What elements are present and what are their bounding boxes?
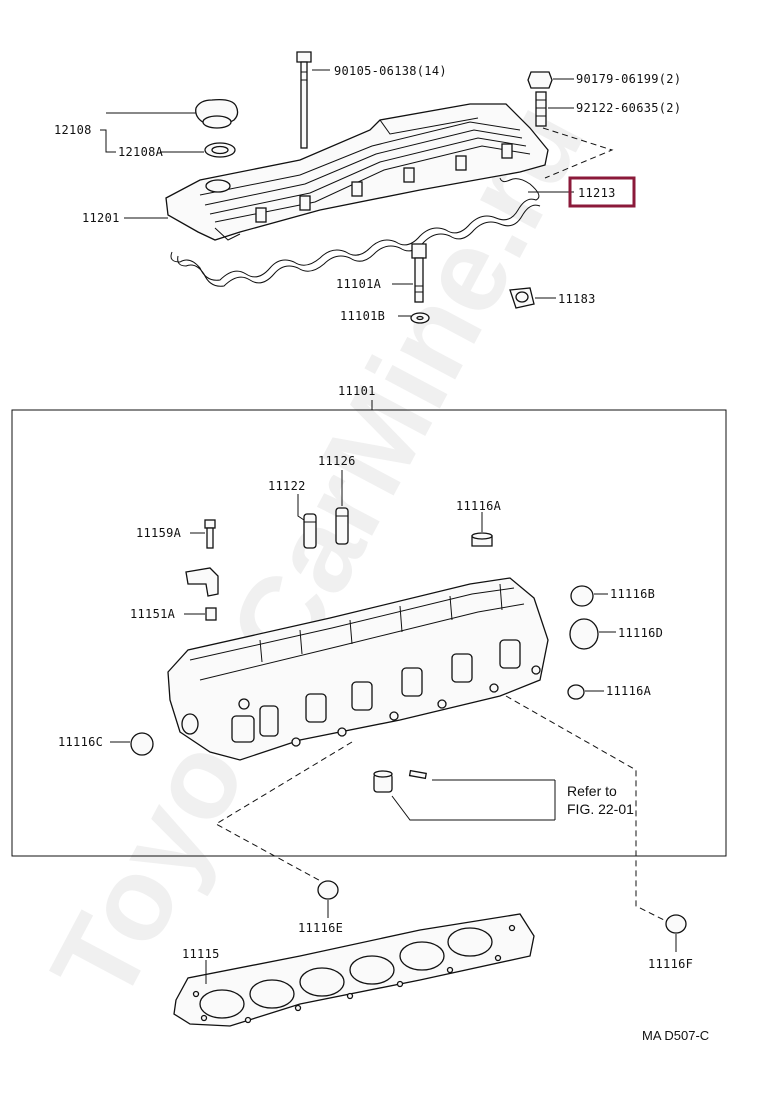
nut-90179[interactable] (527, 71, 553, 89)
small-pin[interactable] (408, 769, 427, 780)
grommet-11183[interactable] (509, 287, 535, 309)
bolt-11101A[interactable] (411, 243, 427, 303)
oil-filler-cap[interactable] (195, 98, 239, 129)
oil-filler-gasket[interactable] (204, 142, 236, 158)
label-11201[interactable]: 11201 (82, 211, 120, 225)
label-90105-06138[interactable]: 90105-06138(14) (334, 64, 447, 78)
label-11101B[interactable]: 11101B (340, 309, 385, 323)
highlight-box-11213 (568, 176, 636, 208)
assembly-frame (11, 409, 727, 857)
label-11122[interactable]: 11122 (268, 479, 306, 493)
label-11183[interactable]: 11183 (558, 292, 596, 306)
label-11101[interactable]: 11101 (338, 384, 376, 398)
refer-fig-link[interactable]: FIG. 22-01 (567, 801, 634, 817)
plug-11116D[interactable] (569, 618, 599, 650)
label-11115[interactable]: 11115 (182, 947, 220, 961)
cylinder-head-cover[interactable] (165, 103, 549, 241)
label-12108A[interactable]: 12108A (118, 145, 164, 159)
cylinder-head[interactable] (167, 577, 549, 761)
label-92122-60635[interactable]: 92122-60635(2) (576, 101, 681, 115)
stud-92122[interactable] (535, 91, 547, 127)
label-11116D[interactable]: 11116D (618, 626, 663, 640)
valve-guide-11126[interactable] (335, 507, 349, 545)
label-11116F[interactable]: 11116F (648, 957, 693, 971)
washer-11101B[interactable] (410, 312, 430, 324)
head-cover-gasket[interactable] (170, 177, 541, 287)
stud-11159A[interactable] (204, 519, 216, 549)
label-11116A-top[interactable]: 11116A (456, 499, 502, 513)
label-11116C[interactable]: 11116C (58, 735, 103, 749)
label-12108[interactable]: 12108 (54, 123, 92, 137)
label-11126[interactable]: 11126 (318, 454, 356, 468)
label-11116A-side[interactable]: 11116A (606, 684, 652, 698)
cylinder-head-gasket[interactable] (173, 913, 535, 1027)
label-11116E[interactable]: 11116E (298, 921, 343, 935)
plug-11116A-side[interactable] (567, 684, 585, 700)
diagram-code: MA D507-C (642, 1028, 709, 1043)
pin-11151A[interactable] (205, 607, 217, 621)
label-90179-06199[interactable]: 90179-06199(2) (576, 72, 681, 86)
plug-11116E[interactable] (317, 880, 339, 900)
plug-11116F[interactable] (665, 914, 687, 934)
label-11101A[interactable]: 11101A (336, 277, 382, 291)
fitting-part[interactable] (373, 770, 393, 793)
refer-to-text: Refer to (567, 783, 617, 799)
label-11159A[interactable]: 11159A (136, 526, 182, 540)
bolt-90105[interactable] (296, 51, 312, 149)
label-11116B[interactable]: 11116B (610, 587, 655, 601)
label-11151A[interactable]: 11151A (130, 607, 176, 621)
plug-11116C[interactable] (130, 732, 154, 756)
plug-11116A-top[interactable] (471, 532, 493, 547)
plug-11116B[interactable] (570, 585, 594, 607)
label-11213[interactable]: 11213 (578, 186, 616, 200)
valve-guide-11122[interactable] (303, 513, 317, 549)
bracket-part[interactable] (185, 567, 219, 597)
